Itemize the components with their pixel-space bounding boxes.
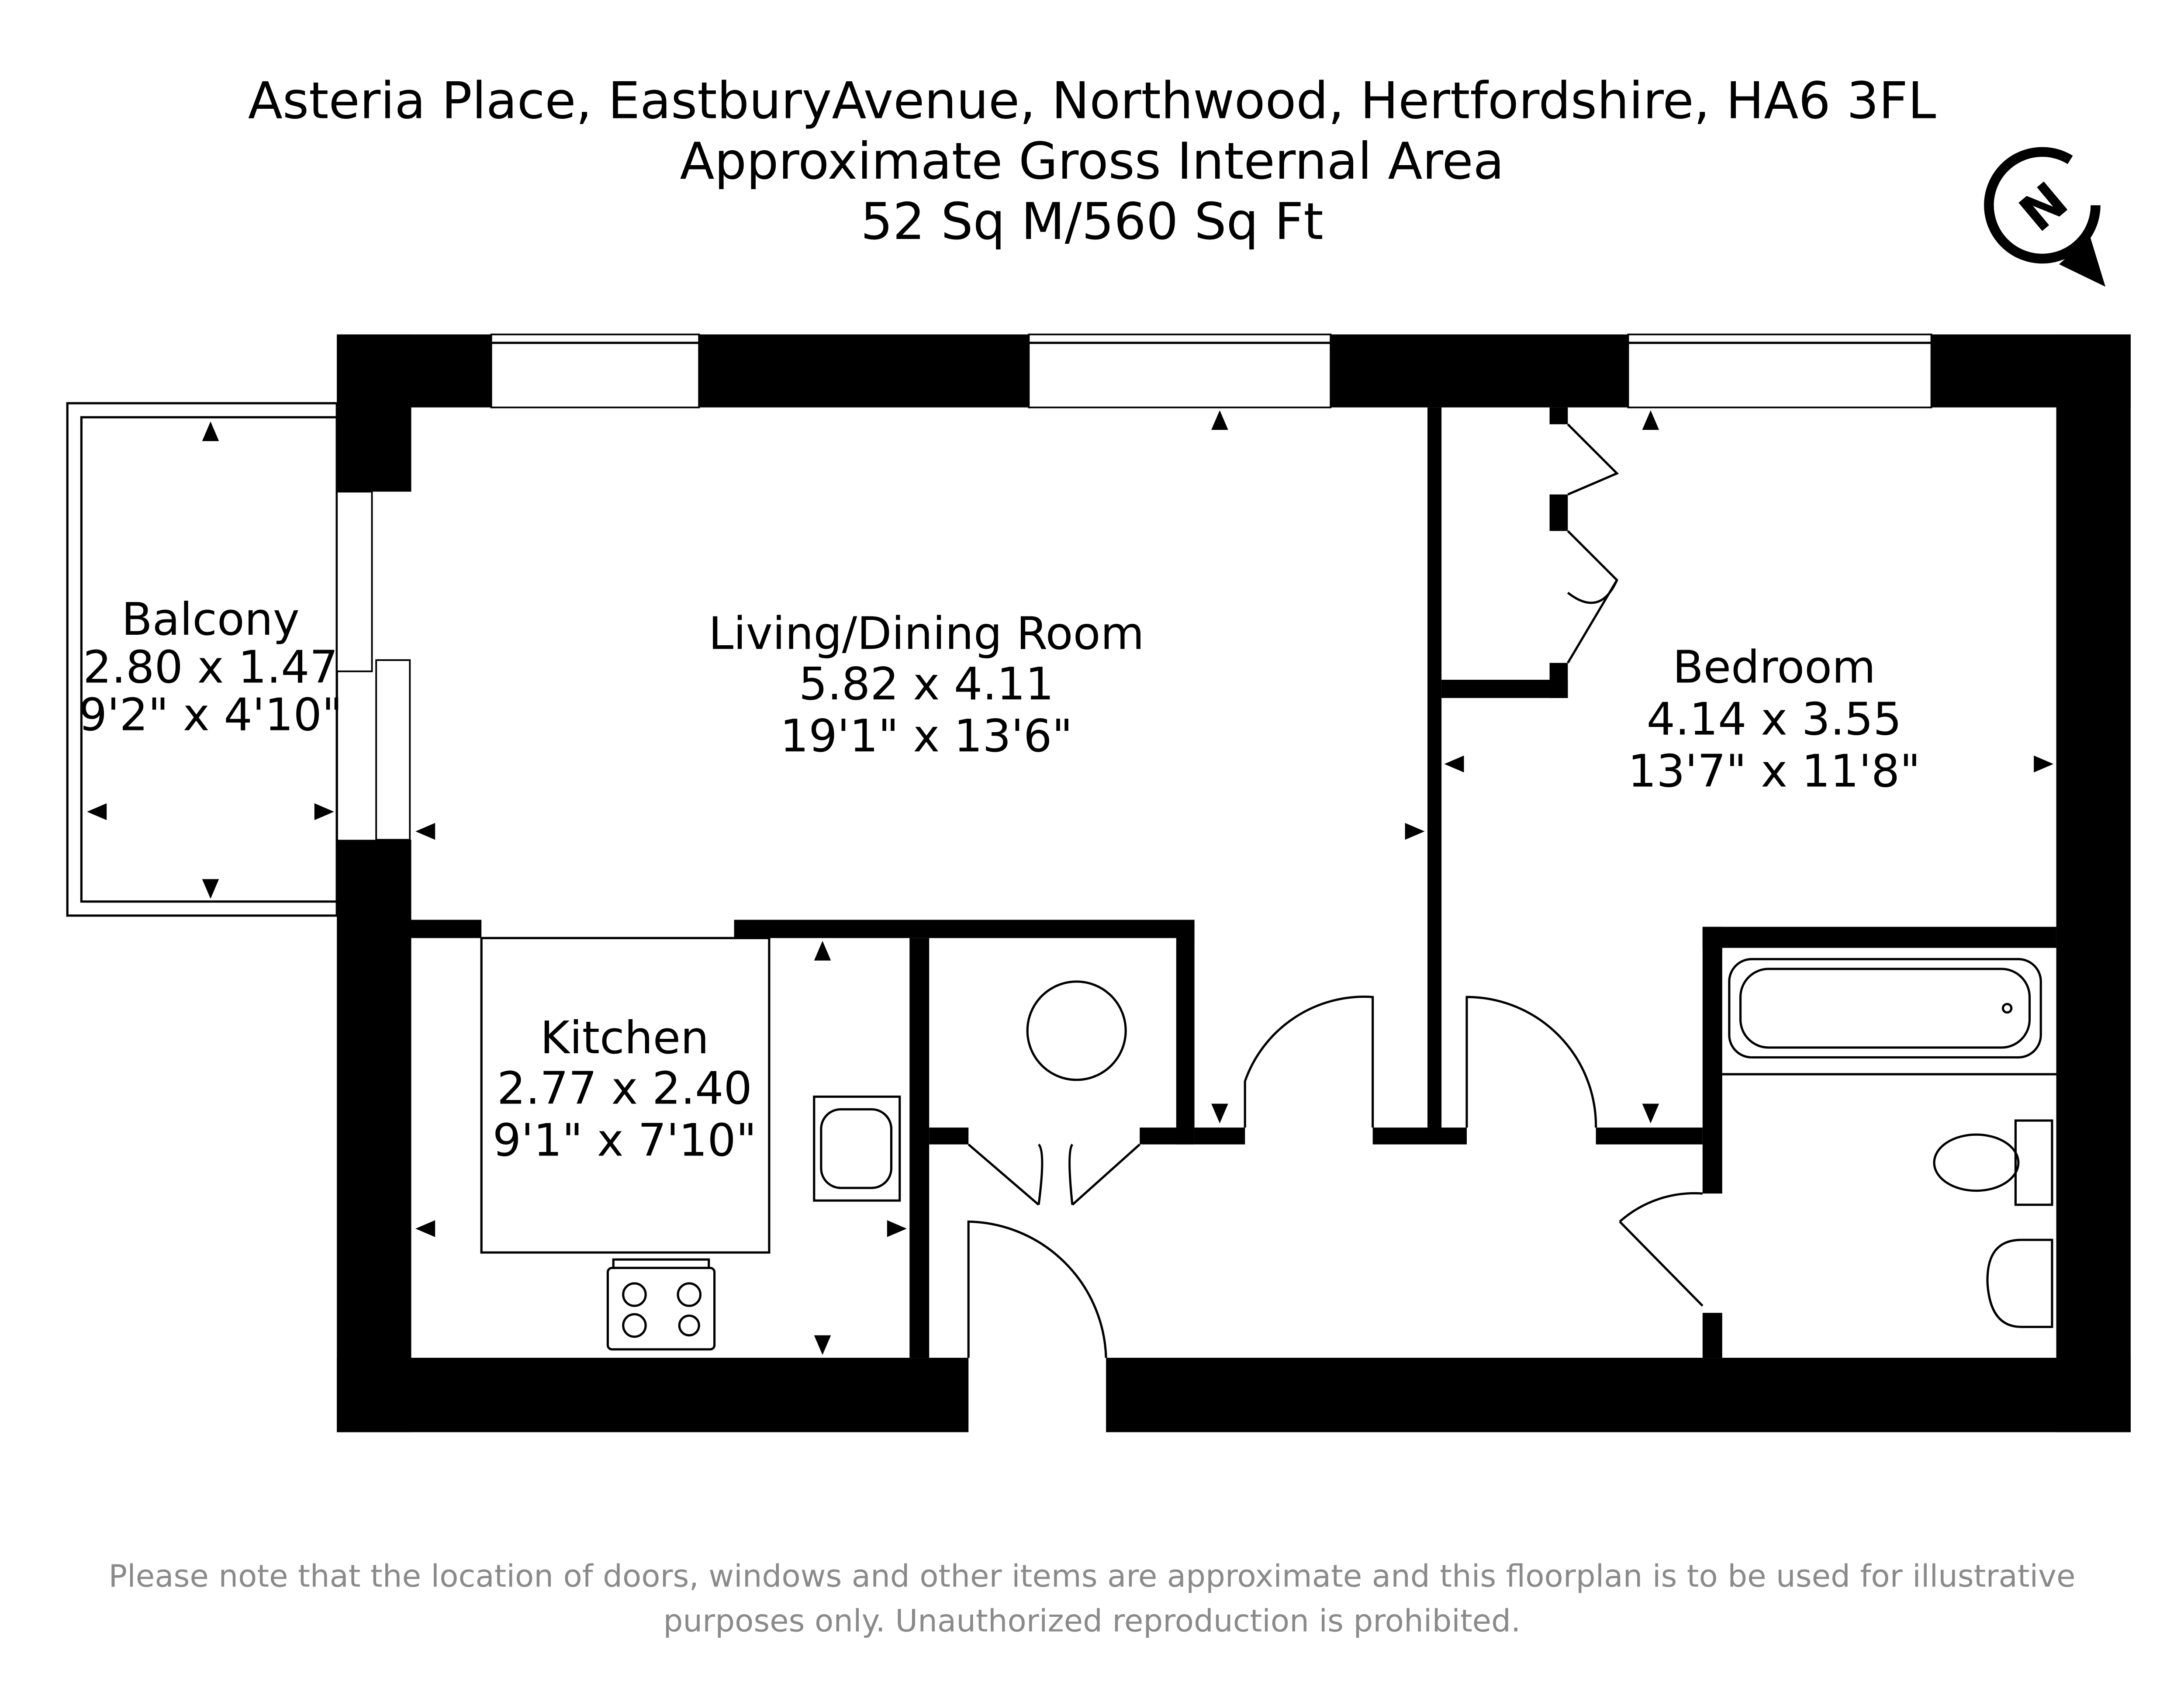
- svg-text:13'7" x 11'8": 13'7" x 11'8": [1628, 745, 1921, 797]
- boiler-icon: [1026, 980, 1127, 1081]
- room-living: Living/Dining Room 5.82 x 4.11 19'1" x 1…: [708, 608, 1144, 762]
- toilet-icon: [1933, 1119, 2053, 1206]
- svg-text:9'2" x 4'10": 9'2" x 4'10": [79, 689, 342, 741]
- svg-text:2.80 x 1.47: 2.80 x 1.47: [83, 641, 338, 693]
- area-label: Approximate Gross Internal Area: [680, 132, 1504, 191]
- hob-icon: [606, 1258, 716, 1351]
- area-value: 52 Sq M/560 Sq Ft: [860, 193, 1323, 251]
- disclaimer-line2: purposes only. Unauthorized reproduction…: [663, 1603, 1521, 1639]
- room-kitchen: Kitchen 2.77 x 2.40 9'1" x 7'10": [493, 1012, 757, 1167]
- basin-icon: [1986, 1238, 2053, 1328]
- svg-text:2.77 x 2.40: 2.77 x 2.40: [497, 1062, 752, 1114]
- svg-text:9'1" x 7'10": 9'1" x 7'10": [493, 1114, 757, 1166]
- fixtures: [480, 937, 2056, 1351]
- svg-text:4.14 x 3.55: 4.14 x 3.55: [1647, 693, 1902, 745]
- svg-text:Bedroom: Bedroom: [1673, 641, 1876, 693]
- sink-icon: [813, 1095, 901, 1202]
- address-title: Asteria Place, EastburyAvenue, Northwood…: [248, 72, 1936, 131]
- dimension-arrows: [87, 410, 2054, 1355]
- room-bedroom: Bedroom 4.14 x 3.55 13'7" x 11'8": [1628, 641, 1921, 797]
- svg-text:5.82 x 4.11: 5.82 x 4.11: [799, 658, 1054, 710]
- svg-text:Living/Dining Room: Living/Dining Room: [708, 608, 1144, 660]
- svg-text:19'1" x 13'6": 19'1" x 13'6": [780, 710, 1073, 762]
- disclaimer-line1: Please note that the location of doors, …: [108, 1558, 2075, 1594]
- svg-text:Kitchen: Kitchen: [540, 1012, 709, 1064]
- walls: [336, 333, 2131, 1432]
- bath-icon: [1728, 958, 2042, 1059]
- room-balcony: Balcony 2.80 x 1.47 9'2" x 4'10": [79, 594, 342, 741]
- svg-text:N: N: [2009, 171, 2079, 243]
- svg-text:Balcony: Balcony: [121, 594, 300, 646]
- doors: [967, 423, 1704, 1358]
